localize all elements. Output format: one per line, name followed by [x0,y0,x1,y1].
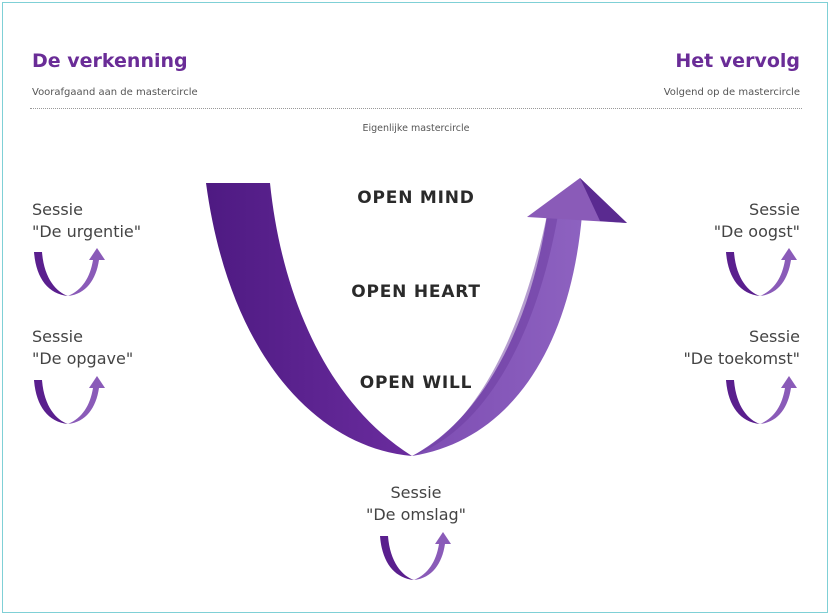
session-opgave: Sessie "De opgave" [32,326,133,370]
session-urgentie: Sessie "De urgentie" [32,199,141,243]
session-omslag: Sessie "De omslag" [330,482,502,526]
session-label: Sessie [32,200,83,219]
session-label: Sessie [749,200,800,219]
session-label: Sessie [390,483,442,502]
u-arrow-mini-icon [34,248,105,296]
u-arrow-mini-icon [34,376,105,424]
session-name: "De oogst" [713,222,800,241]
u-arrow-mini-icon [726,376,797,424]
session-toekomst: Sessie "De toekomst" [683,326,800,370]
left-title: De verkenning [32,50,188,72]
session-oogst: Sessie "De oogst" [714,199,800,243]
session-name: "De urgentie" [32,222,142,241]
header-divider [30,108,802,109]
session-label: Sessie [749,327,800,346]
right-title: Het vervolg [675,50,800,72]
session-name: "De toekomst" [683,349,800,368]
left-subtitle: Voorafgaand aan de mastercircle [32,87,198,98]
right-subtitle: Volgend op de mastercircle [663,87,800,98]
session-name: "De omslag" [365,505,467,524]
phase-open-heart: OPEN HEART [351,282,481,302]
u-arrow-mini-icon [726,248,797,296]
phase-open-will: OPEN WILL [359,373,473,393]
session-label: Sessie [32,327,83,346]
phase-open-mind: OPEN MIND [357,188,475,208]
center-caption: Eigenlijke mastercircle [362,123,470,134]
u-arrow-mini-icon [380,532,451,580]
session-name: "De opgave" [32,349,134,368]
